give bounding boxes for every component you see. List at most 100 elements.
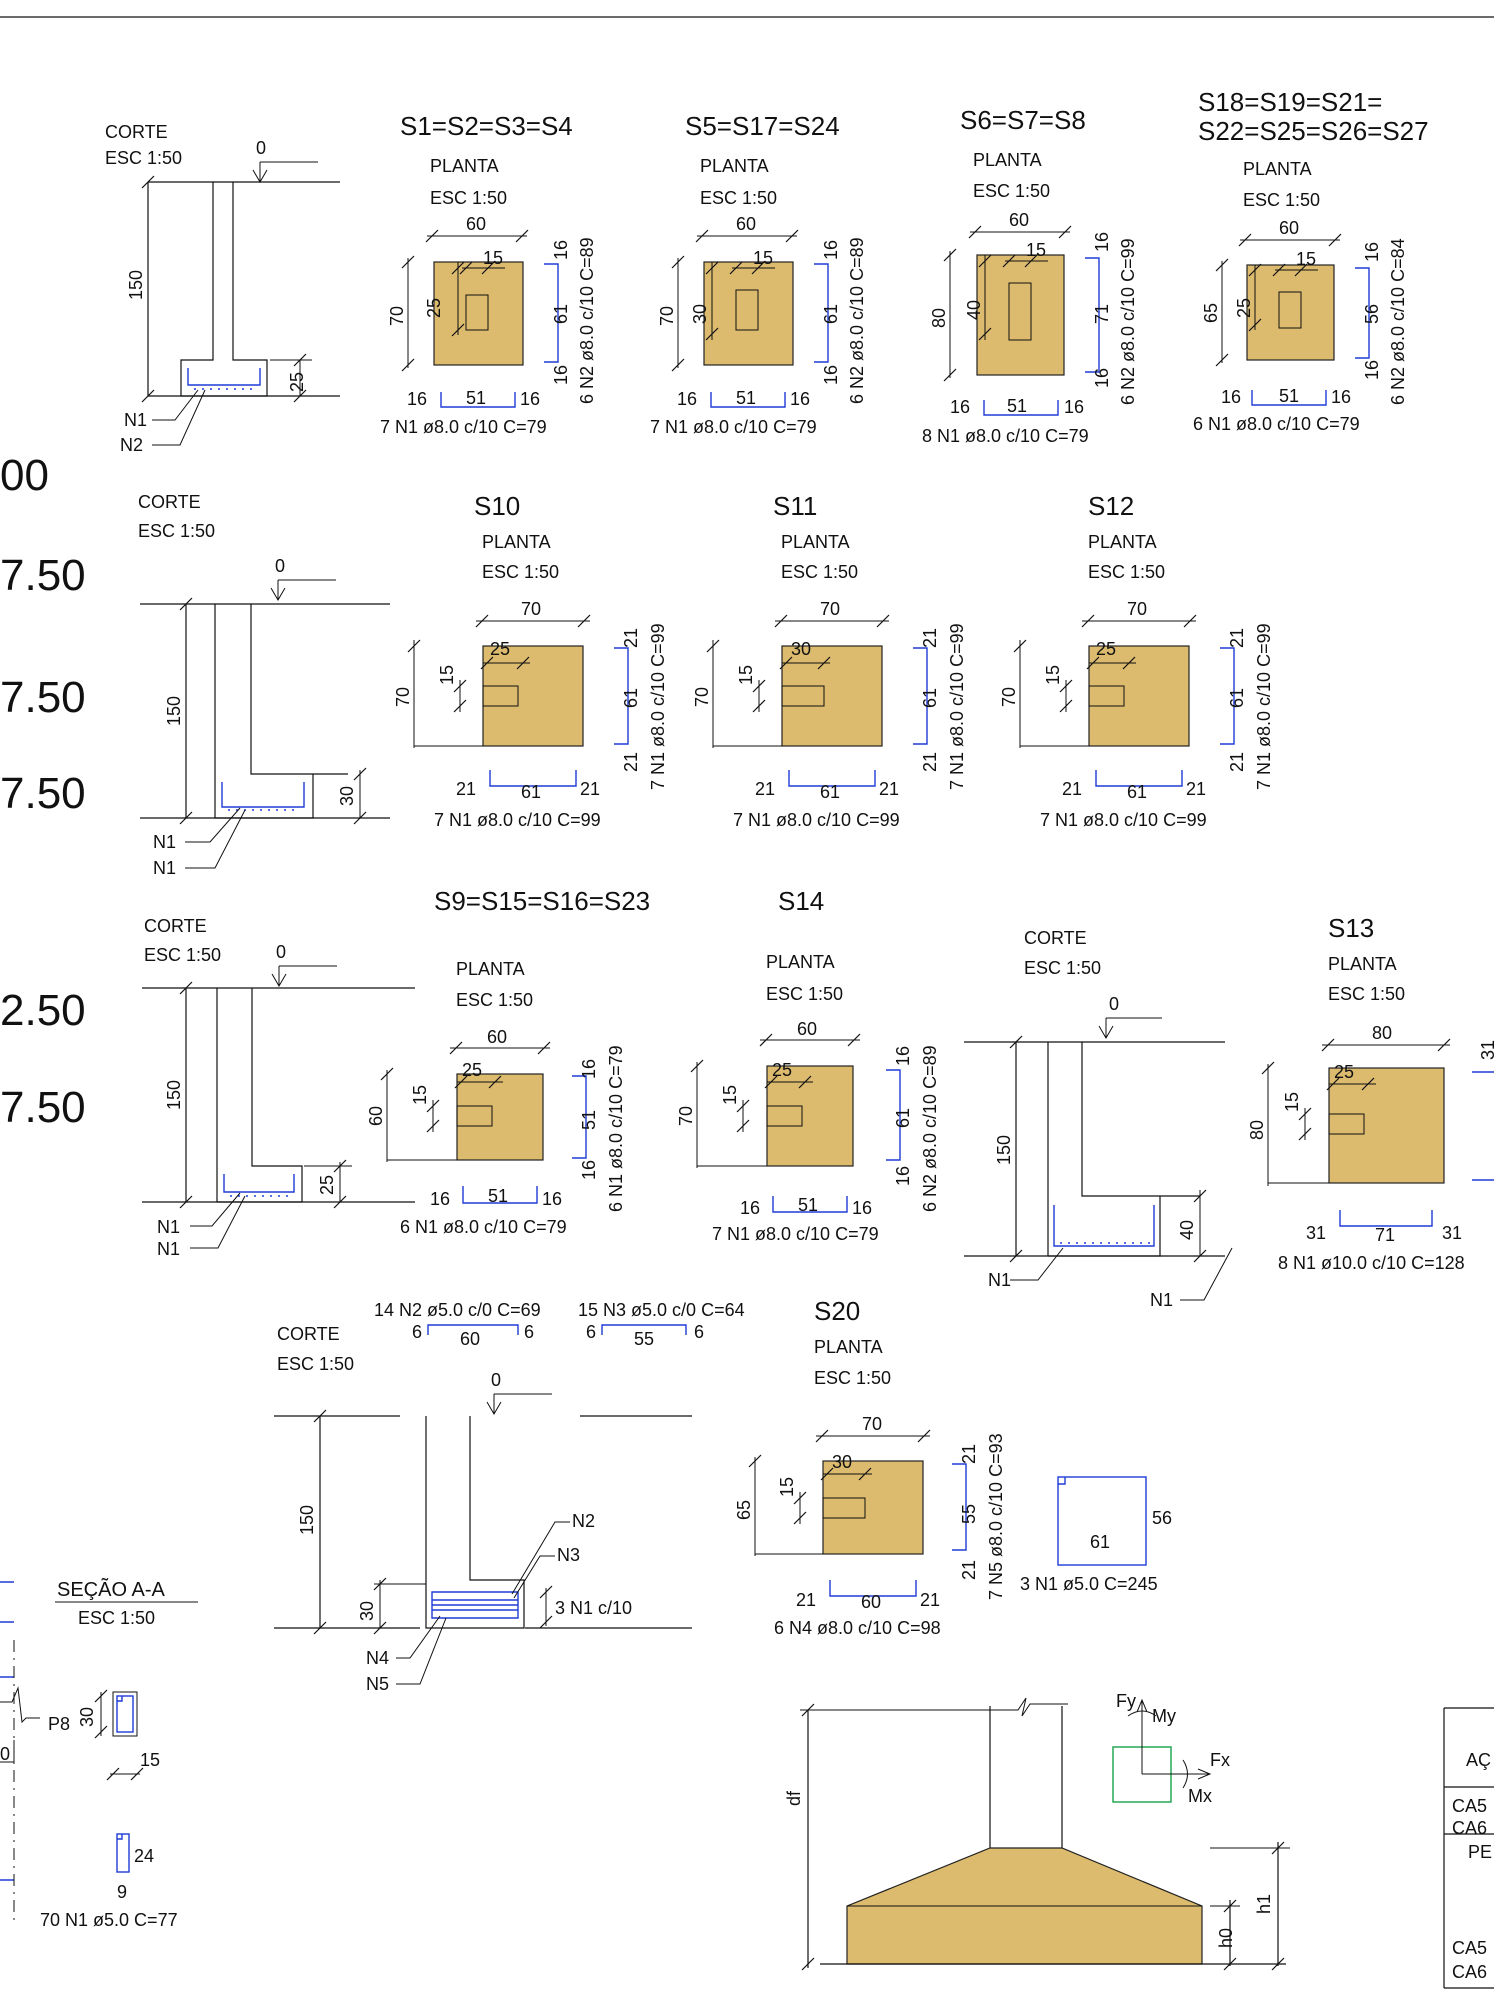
dim-e2: 16 bbox=[1331, 387, 1351, 407]
footing-title-1: S18=S19=S21= bbox=[1198, 87, 1382, 117]
dim-e-top: 16 bbox=[579, 1059, 599, 1079]
footing-title: S11 bbox=[773, 491, 817, 521]
dim-e-bot: 21 bbox=[1227, 752, 1247, 772]
footing-title: S12 bbox=[1088, 491, 1134, 521]
left-level-labels: 00 7.50 7.50 7.50 2.50 7.50 bbox=[0, 451, 86, 1132]
zero-level: 0 bbox=[491, 1370, 501, 1390]
dim-col: 15 bbox=[736, 665, 756, 685]
bar-x: 7 N1 ø8.0 c/10 C=99 bbox=[434, 810, 601, 830]
planta-label: PLANTA bbox=[700, 156, 769, 176]
dim-e1: 16 bbox=[677, 389, 697, 409]
dim-height: 65 bbox=[734, 1500, 754, 1520]
fy-label: Fy bbox=[1116, 1691, 1136, 1711]
bar-y: 6 N2 ø8.0 c/10 C=89 bbox=[847, 237, 867, 404]
dim-width: 60 bbox=[487, 1027, 507, 1047]
bar-y: 7 N5 ø8.0 c/10 C=93 bbox=[986, 1433, 1006, 1600]
bar-n3-left: 6 bbox=[586, 1322, 596, 1342]
bar-n2-left: 6 bbox=[412, 1322, 422, 1342]
dim-width: 70 bbox=[820, 599, 840, 619]
p8-label: P8 bbox=[48, 1714, 70, 1734]
dim-width: 70 bbox=[521, 599, 541, 619]
dim-col: 15 bbox=[437, 665, 457, 685]
label-n1b: N1 bbox=[157, 1239, 180, 1259]
dim-mid-x: 51 bbox=[1279, 386, 1299, 406]
planta-label: PLANTA bbox=[482, 532, 551, 552]
dim-e2: 21 bbox=[920, 1590, 940, 1610]
bar-y: 6 N2 ø8.0 c/10 C=99 bbox=[1118, 238, 1138, 405]
dim-e-top: 21 bbox=[920, 628, 940, 648]
corte-scale: ESC 1:50 bbox=[277, 1354, 354, 1374]
dim-e2: 16 bbox=[542, 1189, 562, 1209]
dim-e1: 21 bbox=[456, 779, 476, 799]
footing-title: S13 bbox=[1328, 913, 1374, 943]
planta-scale: ESC 1:50 bbox=[430, 188, 507, 208]
dim-e-bot: 16 bbox=[1362, 360, 1382, 380]
planta-label: PLANTA bbox=[430, 156, 499, 176]
bar-n2-spec: 14 N2 ø5.0 c/0 C=69 bbox=[374, 1300, 541, 1320]
bar-y: 6 N2 ø8.0 c/10 C=84 bbox=[1388, 238, 1408, 405]
dim-e-top: 16 bbox=[893, 1046, 913, 1066]
footing-s18: S18=S19=S21= S22=S25=S26=S27 PLANTA ESC … bbox=[1193, 87, 1429, 434]
dim-insert: 30 bbox=[832, 1452, 852, 1472]
corte-scale: ESC 1:50 bbox=[1024, 958, 1101, 978]
dim-col: 15 bbox=[1282, 1092, 1302, 1112]
dim-e-top: 21 bbox=[959, 1444, 979, 1464]
label-n4: N4 bbox=[366, 1648, 389, 1668]
footing-title: S10 bbox=[474, 491, 520, 521]
stirrup-detail: 56 61 3 N1 ø5.0 C=245 bbox=[1020, 1476, 1172, 1594]
dim-col: 15 bbox=[1043, 665, 1063, 685]
label-n1a: N1 bbox=[988, 1270, 1011, 1290]
corte-footing-h: 25 bbox=[317, 1175, 337, 1195]
footing-s12: S12 PLANTA ESC 1:50 70 25 70 15 21 61 21… bbox=[999, 491, 1274, 830]
dim-mid-y: 51 bbox=[579, 1110, 599, 1130]
dim-mid-y: 61 bbox=[920, 688, 940, 708]
planta-scale: ESC 1:50 bbox=[482, 562, 559, 582]
bar-x: 7 N1 ø8.0 c/10 C=99 bbox=[733, 810, 900, 830]
bar-y: 7 N1 ø8.0 c/10 C=99 bbox=[947, 623, 967, 790]
bar-y: 6 N2 ø8.0 c/10 C=89 bbox=[577, 237, 597, 404]
corte-title: CORTE bbox=[144, 916, 207, 936]
bar-n2-mid: 60 bbox=[460, 1329, 480, 1349]
zero-level: 0 bbox=[256, 138, 266, 158]
stirrup-side: 56 bbox=[1152, 1508, 1172, 1528]
dim-e1: 16 bbox=[1221, 387, 1241, 407]
section-corte-2: CORTE ESC 1:50 0 150 30 N1 N1 bbox=[138, 492, 390, 878]
dim-mid-x: 61 bbox=[521, 782, 541, 802]
bar-x: 7 N1 ø8.0 c/10 C=79 bbox=[380, 417, 547, 437]
dim-e1: 16 bbox=[950, 397, 970, 417]
corte-height: 150 bbox=[164, 1080, 184, 1110]
corte-footing-h: 30 bbox=[357, 1601, 377, 1621]
dim-mid-x: 51 bbox=[1007, 396, 1027, 416]
dim-e-top: 16 bbox=[821, 240, 841, 260]
bar-n2-right: 6 bbox=[524, 1322, 534, 1342]
zero-level: 0 bbox=[276, 942, 286, 962]
level-5: 2.50 bbox=[0, 986, 86, 1035]
label-n3: N3 bbox=[557, 1545, 580, 1565]
dim-insert: 25 bbox=[462, 1060, 482, 1080]
dim-e-bot: 21 bbox=[621, 752, 641, 772]
dim-mid-x: 71 bbox=[1375, 1225, 1395, 1245]
dim-height: 70 bbox=[692, 687, 712, 707]
dim-width: 60 bbox=[466, 214, 486, 234]
dim-height: 80 bbox=[929, 308, 949, 328]
level-3: 7.50 bbox=[0, 673, 86, 722]
footing-s6: S6=S7=S8 PLANTA ESC 1:50 60 15 80 40 16 … bbox=[922, 105, 1138, 446]
planta-scale: ESC 1:50 bbox=[1328, 984, 1405, 1004]
label-n1b: N1 bbox=[1150, 1290, 1173, 1310]
footing-title-2: S22=S25=S26=S27 bbox=[1198, 116, 1429, 146]
dim-e2: 16 bbox=[520, 389, 540, 409]
level-4: 7.50 bbox=[0, 769, 86, 818]
dim-e2: 16 bbox=[790, 389, 810, 409]
dim-e-bot: 16 bbox=[579, 1160, 599, 1180]
dim-e-bot: 16 bbox=[551, 365, 571, 385]
bar-x: 8 N1 ø8.0 c/10 C=79 bbox=[922, 426, 1089, 446]
section-title: SEÇÃO A-A bbox=[57, 1577, 165, 1601]
dim-mid-y: 61 bbox=[551, 304, 571, 324]
planta-scale: ESC 1:50 bbox=[973, 181, 1050, 201]
dim-insert: 25 bbox=[1234, 298, 1254, 318]
table-cell-5: CA5 bbox=[1452, 1938, 1487, 1958]
table-cell-6: CA6 bbox=[1452, 1962, 1487, 1982]
footing-title: S6=S7=S8 bbox=[960, 105, 1086, 135]
dim-e-top: 16 bbox=[551, 240, 571, 260]
dim-e-top: 16 bbox=[1362, 242, 1382, 262]
